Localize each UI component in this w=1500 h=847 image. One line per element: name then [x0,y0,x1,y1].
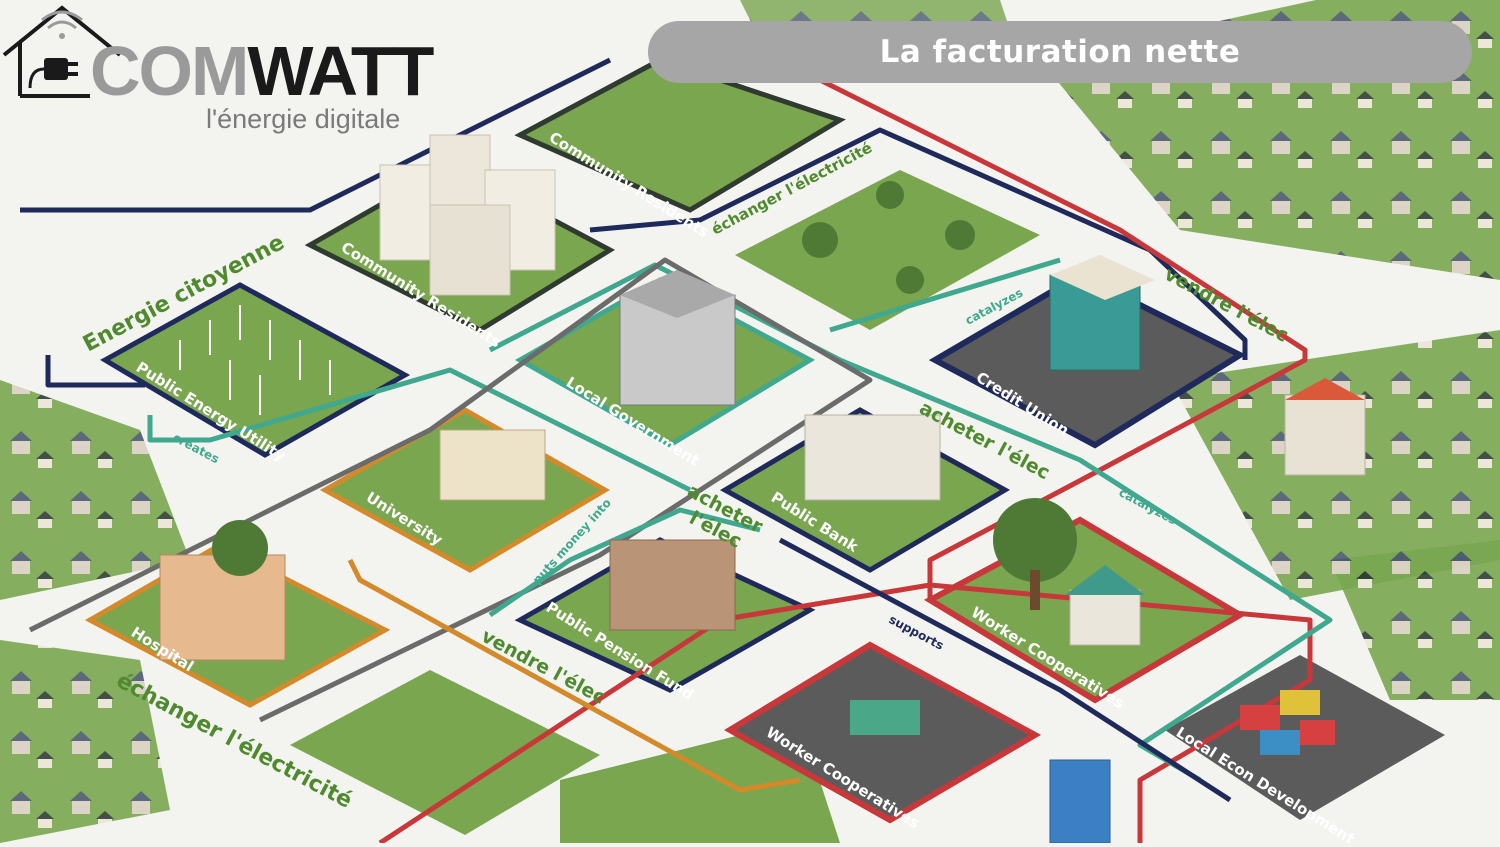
logo-wordmark: COMWATT [90,32,434,110]
flow-teal-top [829,257,1061,333]
pension-fund-building [609,539,736,631]
flow-labels: Energie citoyenne échanger l'électricité… [79,138,1292,813]
bank-building [804,414,941,501]
flow-navy-left [45,355,145,388]
flow-grey [28,257,873,723]
flow-navy-bottom [778,537,1232,803]
flow-teal-bottom [488,507,761,618]
page-title: La facturation nette [879,34,1241,70]
containers [1240,690,1335,755]
block-public-energy-utility [99,282,411,458]
flow-teal-left [147,367,692,493]
connector-label-supports: supports [887,612,946,652]
logo-tagline: l'énergie digitale [206,104,401,134]
office-tower [1049,759,1111,844]
flow-orange [347,558,801,793]
connector-label-catalyzes-right: catalyzes [1117,485,1179,527]
park-trees [802,181,975,294]
hospital-building [159,554,286,661]
block-community-residents-top [514,57,846,213]
block-school [290,670,600,835]
market-canopy [850,700,920,735]
connector-label-creates: creates [171,430,222,466]
flow-red-right [818,77,1308,600]
title-banner: La facturation nette [648,21,1472,83]
university-building [439,429,546,501]
flow-navy-mid [589,127,1248,360]
wind-turbines [179,305,331,415]
apartment-towers [379,134,556,296]
coop-building [1069,589,1141,646]
block-park [735,170,1040,330]
flow-navy-top [20,57,612,213]
buildings [159,134,1366,844]
comwatt-logo: COMWATT l'énergie digitale [0,0,440,150]
mansion-building [1284,394,1366,476]
house-wifi-plug-icon [2,5,122,98]
